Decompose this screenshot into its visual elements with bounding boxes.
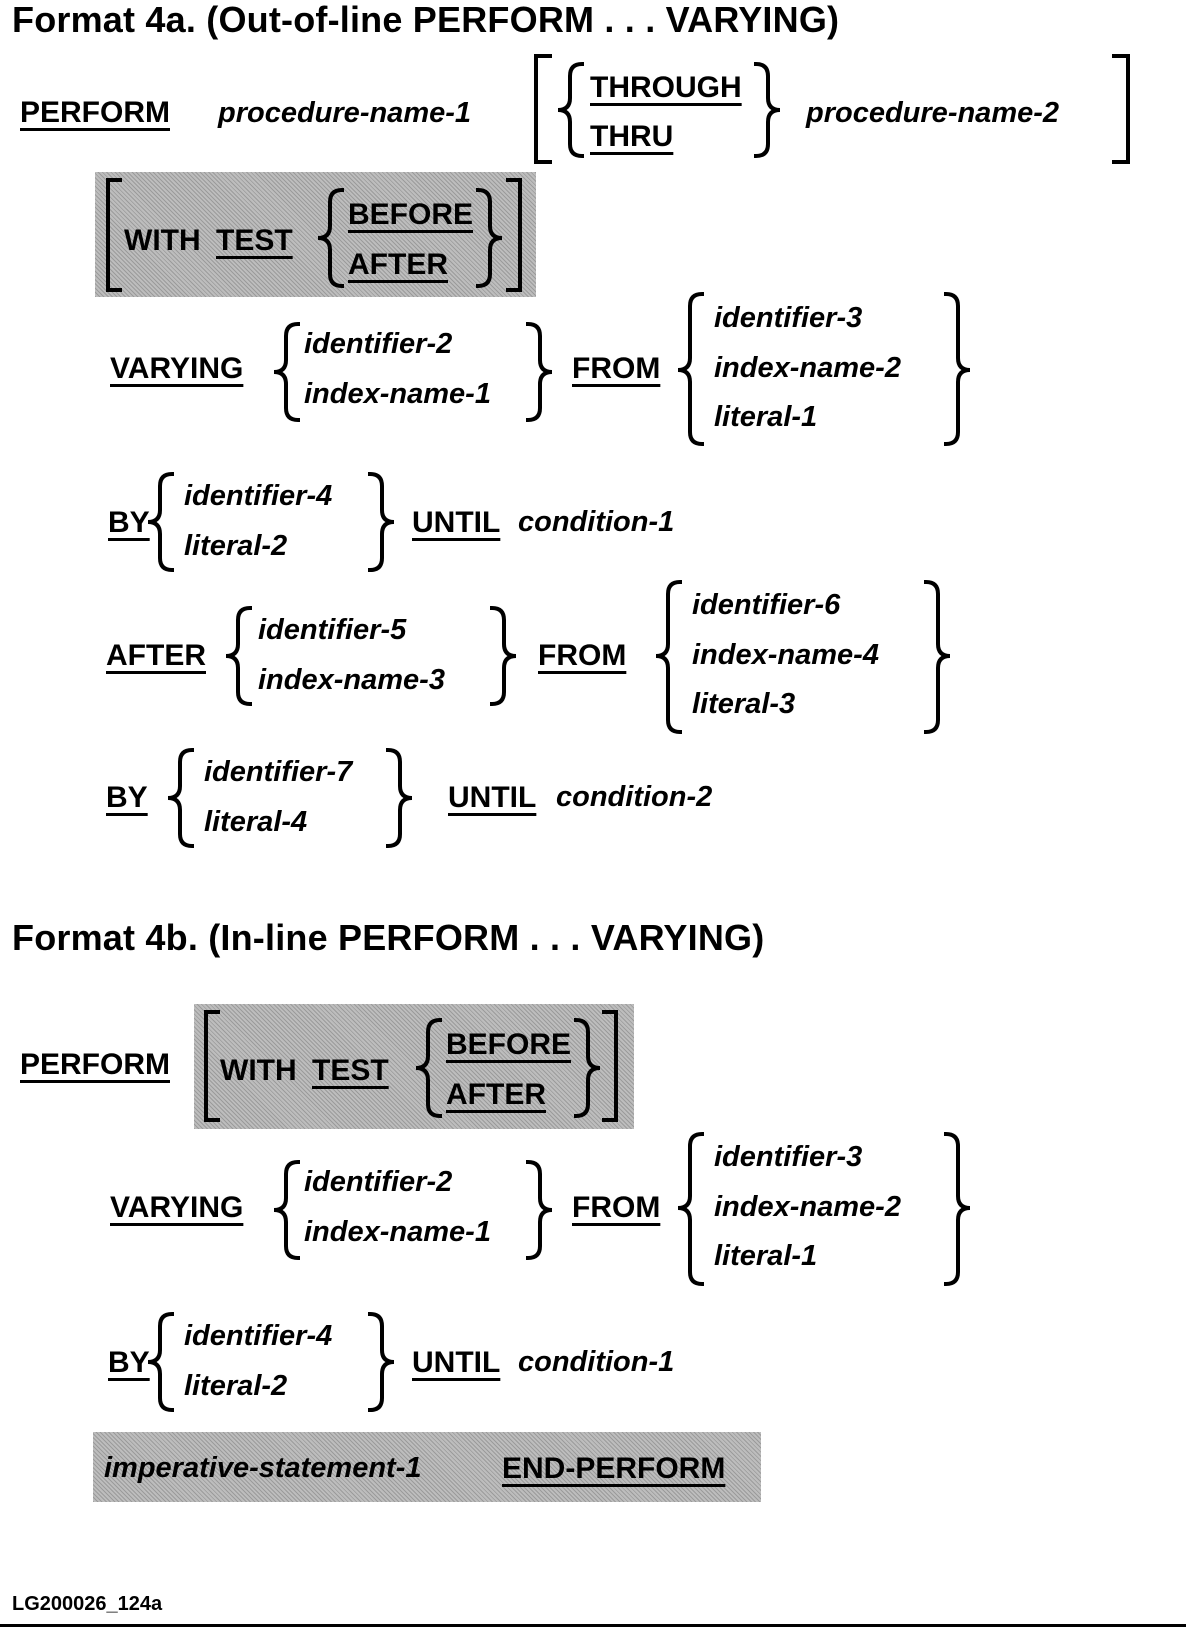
varying-keyword: VARYING <box>110 352 244 385</box>
literal-4-label: literal-4 <box>204 806 308 838</box>
identifier-3-label: identifier-3 <box>714 302 863 334</box>
literal-1-label: literal-1 <box>714 1240 818 1272</box>
until-keyword: UNTIL <box>448 781 537 814</box>
identifier-4-label: identifier-4 <box>184 1320 333 1352</box>
shaded-with-test-region-a <box>95 172 536 297</box>
index-name-3-label: index-name-3 <box>258 664 445 696</box>
right-curly-brace <box>753 61 781 159</box>
index-name-2-label: index-name-2 <box>714 352 901 384</box>
index-name-1-label: index-name-1 <box>304 1216 491 1248</box>
identifier-2-label: identifier-2 <box>304 1166 453 1198</box>
thru-keyword: THRU <box>590 120 674 153</box>
procedure-name-1-label: procedure-name-1 <box>218 97 472 129</box>
after-option: AFTER <box>348 248 448 281</box>
perform-keyword: PERFORM <box>20 1048 170 1081</box>
test-keyword: TEST <box>312 1054 389 1087</box>
with-keyword: WITH <box>220 1054 297 1087</box>
from-keyword: FROM <box>572 1191 661 1224</box>
from-keyword: FROM <box>572 352 661 385</box>
before-option: BEFORE <box>348 198 474 231</box>
procedure-name-2-label: procedure-name-2 <box>806 97 1060 129</box>
format-4a-title: Format 4a. (Out-of-line PERFORM . . . VA… <box>12 0 840 40</box>
end-perform-keyword: END-PERFORM <box>502 1452 726 1485</box>
with-keyword: WITH <box>124 224 201 257</box>
identifier-7-label: identifier-7 <box>204 756 353 788</box>
left-square-bracket <box>534 54 552 164</box>
before-option: BEFORE <box>446 1028 572 1061</box>
literal-2-label: literal-2 <box>184 1370 288 1402</box>
identifier-5-label: identifier-5 <box>258 614 407 646</box>
literal-2-label: literal-2 <box>184 530 288 562</box>
index-name-2-label: index-name-2 <box>714 1191 901 1223</box>
condition-1-label: condition-1 <box>518 1346 675 1378</box>
identifier-2-label: identifier-2 <box>304 328 453 360</box>
after-keyword: AFTER <box>106 639 206 672</box>
right-square-bracket <box>1112 54 1130 164</box>
imperative-statement-1-label: imperative-statement-1 <box>104 1452 422 1484</box>
identifier-3-label: identifier-3 <box>714 1141 863 1173</box>
until-keyword: UNTIL <box>412 1346 501 1379</box>
shaded-imperative-region <box>93 1432 761 1502</box>
index-name-1-label: index-name-1 <box>304 378 491 410</box>
after-option: AFTER <box>446 1078 546 1111</box>
until-keyword: UNTIL <box>412 506 501 539</box>
identifier-4-label: identifier-4 <box>184 480 333 512</box>
literal-3-label: literal-3 <box>692 688 796 720</box>
bottom-rule <box>0 1624 1186 1627</box>
format-4b-title: Format 4b. (In-line PERFORM . . . VARYIN… <box>12 917 765 958</box>
left-curly-brace <box>557 61 585 159</box>
condition-2-label: condition-2 <box>556 781 713 813</box>
perform-keyword: PERFORM <box>20 96 170 129</box>
by-keyword: BY <box>106 781 148 814</box>
by-keyword: BY <box>108 1346 150 1379</box>
literal-1-label: literal-1 <box>714 401 818 433</box>
by-keyword: BY <box>108 506 150 539</box>
from-keyword: FROM <box>538 639 627 672</box>
varying-keyword: VARYING <box>110 1191 244 1224</box>
figure-id: LG200026_124a <box>12 1593 163 1615</box>
through-keyword: THROUGH <box>590 71 742 104</box>
index-name-4-label: index-name-4 <box>692 639 879 671</box>
condition-1-label: condition-1 <box>518 506 675 538</box>
identifier-6-label: identifier-6 <box>692 589 841 621</box>
shaded-with-test-region-b <box>194 1004 634 1129</box>
test-keyword: TEST <box>216 224 293 257</box>
